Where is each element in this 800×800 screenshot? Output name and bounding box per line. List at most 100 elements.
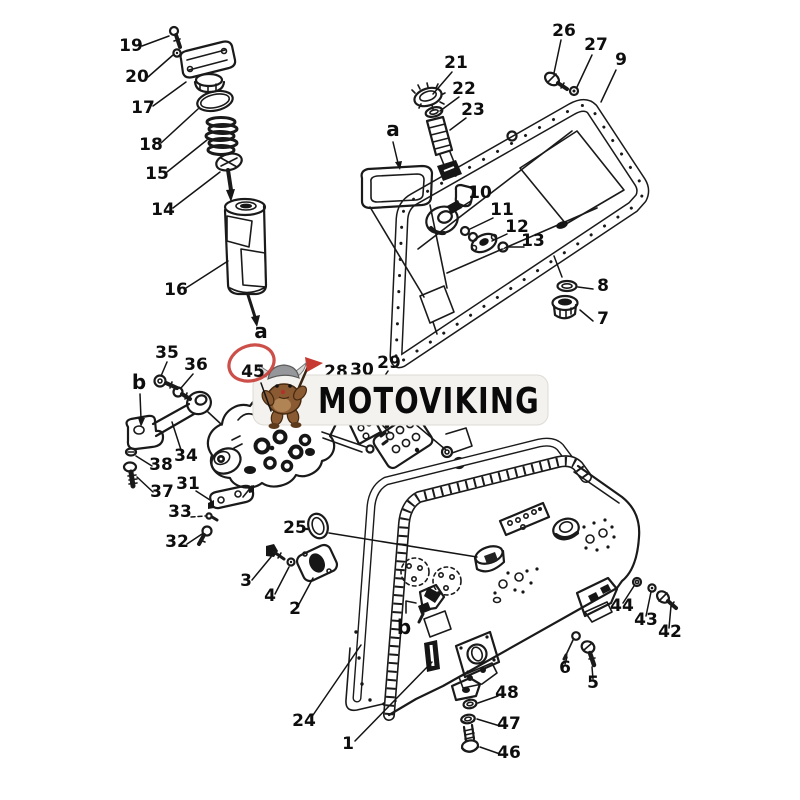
label-36: 36: [184, 355, 208, 375]
leader-lines-upper-right: [392, 39, 617, 322]
oring-48: [462, 698, 478, 710]
label-5: 5: [587, 673, 599, 693]
cover-strip: [498, 501, 551, 537]
flange-12: [470, 232, 498, 254]
highlight-part-45: 45: [227, 343, 276, 412]
hole-cluster-center: [492, 567, 539, 604]
filter-mesh-patch-bottom: [240, 248, 267, 288]
port-boss-front: [473, 545, 506, 573]
label-3: 3: [240, 571, 252, 591]
label-12: 12: [505, 217, 529, 237]
bottom-foot: [450, 662, 498, 702]
label-15: 15: [145, 164, 169, 184]
label-14: 14: [151, 200, 175, 220]
label-8: 8: [597, 276, 609, 296]
washer-43: [647, 583, 657, 593]
label-32: 32: [165, 532, 189, 552]
bolt-33: [205, 512, 219, 522]
label-10: 10: [468, 183, 492, 203]
washer-44: [631, 576, 643, 588]
label-19: 19: [119, 36, 143, 56]
label-7: 7: [597, 309, 609, 329]
label-24: 24: [292, 711, 316, 731]
label-11: 11: [490, 200, 514, 220]
label-b-left: b: [132, 370, 146, 394]
washer-27: [568, 85, 580, 97]
label-33: 33: [168, 502, 192, 522]
port-boss-10: [425, 200, 462, 236]
strainer-23: [425, 115, 462, 181]
leader-lines-mid-left: [135, 361, 211, 545]
label-b-lower: b: [397, 615, 411, 639]
plug-7: [551, 294, 579, 320]
label-a-top: a: [386, 117, 400, 141]
part-16-filter-element: [223, 197, 268, 296]
washer-38: [124, 447, 138, 457]
label-35: 35: [155, 343, 179, 363]
label-4: 4: [264, 586, 276, 606]
right-foot-bracket: [575, 576, 619, 623]
label-20: 20: [125, 67, 149, 87]
nut-13: [497, 241, 509, 253]
label-37: 37: [150, 482, 174, 502]
plug-46: [460, 723, 480, 753]
label-1: 1: [342, 734, 354, 754]
label-17: 17: [131, 98, 155, 118]
label-25: 25: [283, 518, 307, 538]
label-a-mid: a: [254, 319, 268, 343]
label-21: 21: [444, 53, 468, 73]
flow-arrow-a-mid: [246, 293, 260, 327]
brand-band: [252, 374, 549, 426]
bolt-32: [197, 525, 213, 546]
flange-a-top: [360, 164, 434, 210]
leader-lines-upper-left: [141, 35, 229, 289]
label-2: 2: [289, 599, 301, 619]
hydraulic-tank-9: [369, 106, 643, 362]
label-34: 34: [174, 446, 198, 466]
bolt-37: [122, 461, 138, 489]
washer-4: [286, 557, 296, 567]
square-port: [454, 630, 501, 679]
bolt-3: [266, 544, 286, 561]
tank-1: [389, 461, 641, 715]
suction-tube: [419, 285, 455, 324]
bolt-26: [543, 71, 569, 91]
filler-connector: [437, 160, 462, 181]
callout-labels: 19 20 17 18 15 14 16 21 22 23 a 26 27 9 …: [119, 21, 682, 763]
part-15-spring: [204, 116, 239, 156]
bolt-5: [580, 640, 597, 668]
brand-watermark: MOTOVIKING: [252, 357, 549, 429]
brand-name: MOTOVIKING: [318, 381, 540, 422]
lift-tab: [506, 130, 518, 142]
part-14-valve-poppet: [215, 152, 243, 202]
filter-mesh-patch-top: [226, 215, 253, 248]
label-46: 46: [497, 743, 521, 763]
bolt-42: [655, 590, 678, 610]
ref-b-bracket: [405, 600, 417, 614]
bolt-36: [172, 386, 192, 401]
oring-8: [556, 279, 578, 293]
hole-cluster-right: [582, 518, 616, 552]
part-19-bolt: [168, 25, 182, 49]
part-18-oring: [196, 89, 234, 113]
port-boss-right: [552, 517, 580, 541]
tank-inner-panel: [519, 130, 625, 225]
bolt-35: [153, 374, 179, 390]
label-48: 48: [495, 683, 519, 703]
label-43: 43: [634, 610, 658, 630]
part-20-fitting: [172, 48, 182, 58]
label-47: 47: [497, 714, 521, 734]
label-31: 31: [176, 474, 200, 494]
label-13: 13: [521, 231, 545, 251]
label-9: 9: [615, 50, 627, 70]
label-29: 29: [377, 353, 401, 373]
flag-icon: [305, 357, 323, 372]
label-18: 18: [139, 135, 163, 155]
label-16: 16: [164, 280, 188, 300]
viking-mascot-icon: [258, 357, 323, 429]
washer-47: [460, 713, 476, 725]
label-22: 22: [452, 79, 476, 99]
internal-lever: [417, 583, 452, 672]
plate-2: [295, 543, 339, 583]
